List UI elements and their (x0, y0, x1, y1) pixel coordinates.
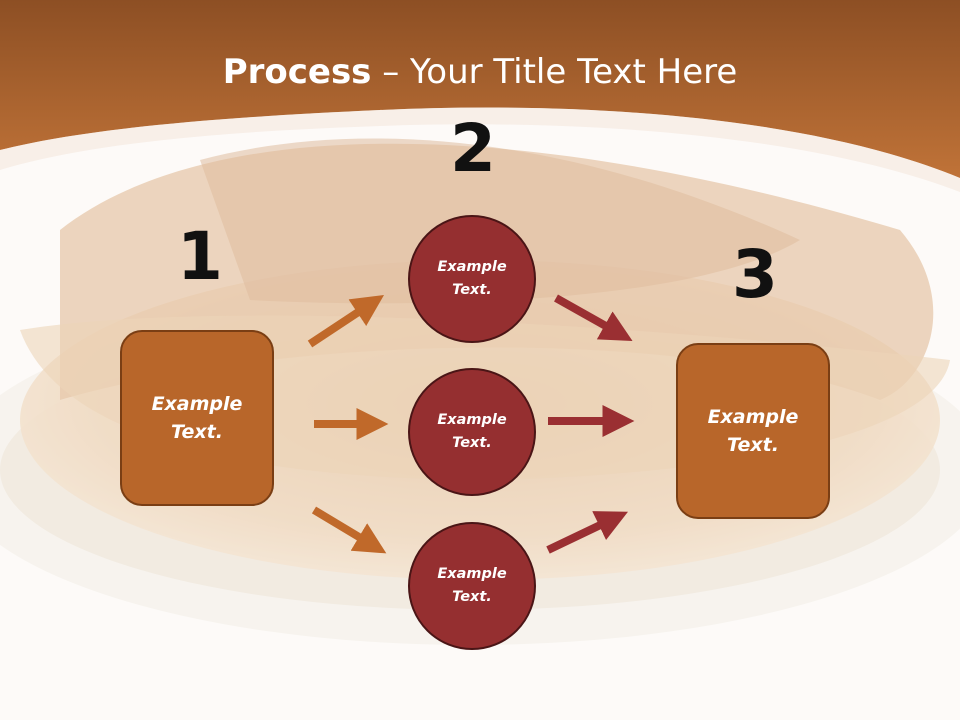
title-rest: – Your Title Text Here (371, 52, 738, 92)
arrow-left-to-bottom (311, 506, 387, 554)
step-number-3: 3 (732, 236, 778, 313)
arrow-top-to-right (554, 294, 633, 342)
process-circle-middle: Example Text. (408, 368, 536, 496)
process-circle-bottom: Example Text. (408, 522, 536, 650)
right-process-box: Example Text. (676, 343, 830, 519)
title-bold: Process (222, 52, 372, 92)
step-number-1: 1 (177, 218, 223, 295)
slide-title: Process – Your Title Text Here (0, 52, 960, 92)
process-circle-top: Example Text. (408, 215, 536, 343)
arrow-bottom-to-right (546, 511, 628, 554)
arrow-left-to-top (307, 295, 385, 348)
left-process-box: Example Text. (120, 330, 274, 506)
step-number-2: 2 (450, 110, 496, 187)
